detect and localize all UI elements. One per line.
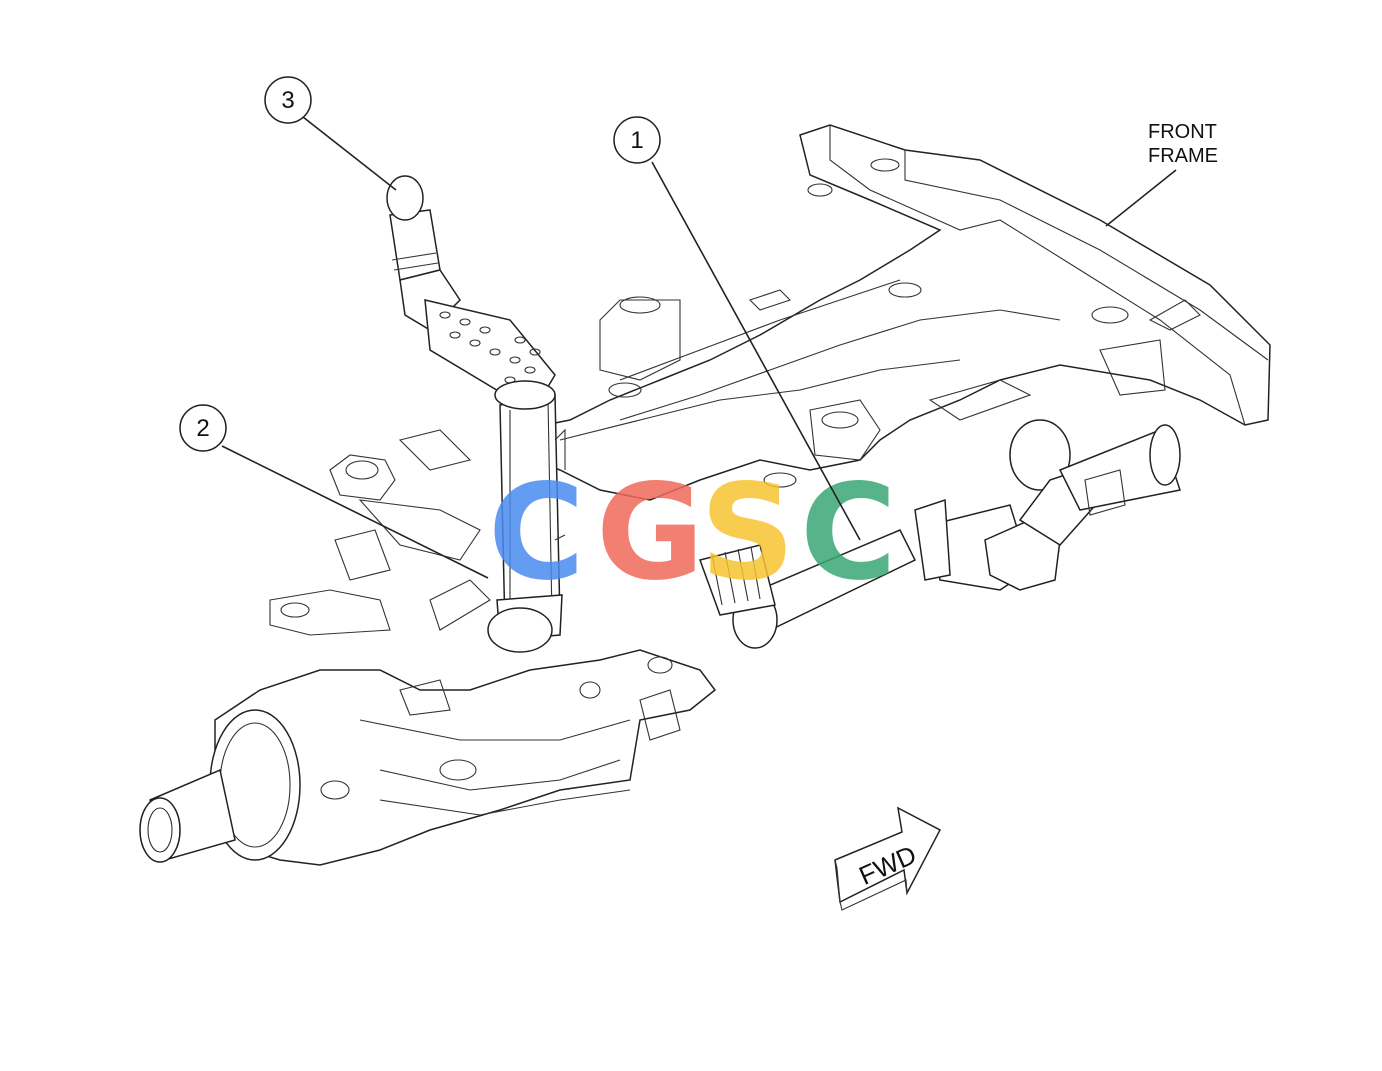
watermark-letter-4: C (800, 456, 897, 610)
exhaust-pipe-part-1 (699, 419, 1181, 649)
callout-1: 1 (613, 116, 661, 164)
front-frame-label: FRONT FRAME (1148, 121, 1218, 167)
leader-line-2 (221, 445, 489, 579)
rear-axle (139, 649, 717, 866)
front-frame-label-line1: FRONT (1148, 121, 1217, 143)
front-frame (519, 124, 1271, 501)
leader-line-3 (302, 116, 397, 191)
front-frame-label-line2: FRAME (1148, 145, 1218, 167)
fwd-arrow: FWD (834, 806, 942, 911)
callout-2-number: 2 (196, 415, 209, 442)
callout-1-number: 1 (630, 127, 643, 154)
callout-3: 3 (264, 76, 312, 124)
watermark: C G S C (488, 456, 897, 610)
callout-3-number: 3 (281, 87, 294, 114)
leader-lines (221, 116, 1177, 579)
front-frame-leader (1105, 169, 1177, 227)
watermark-letter-1: C (488, 456, 585, 610)
exhaust-pipe-part-2 (487, 387, 566, 653)
watermark-letter-3: S (700, 456, 795, 610)
leader-line-1 (651, 161, 861, 541)
exhaust-stack-part-3 (386, 175, 556, 410)
watermark-letter-2: G (596, 456, 704, 610)
fwd-arrow-icon (834, 806, 942, 904)
callout-2: 2 (179, 404, 227, 452)
left-mounts (269, 429, 491, 636)
